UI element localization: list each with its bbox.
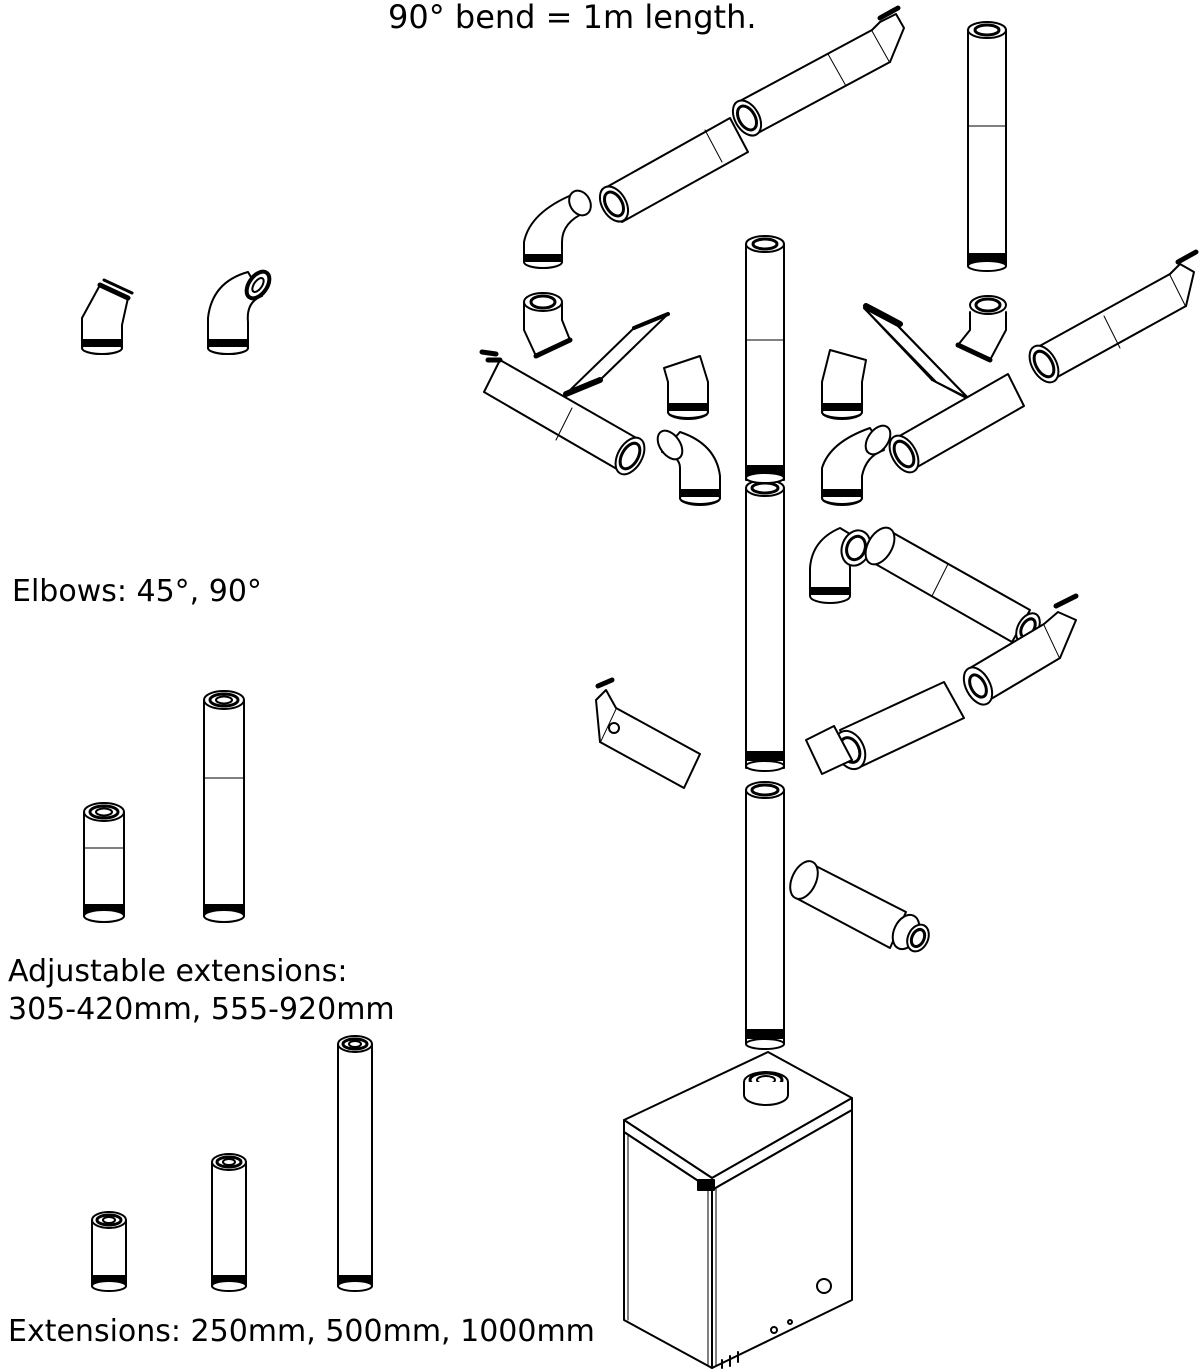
boiler-unit <box>623 1051 853 1369</box>
bottom-left-pipe <box>595 677 701 789</box>
adjustable-extensions-label: Adjustable extensions: <box>8 954 348 989</box>
legend-elbow-90 <box>207 269 272 355</box>
bend-length-note: 90° bend = 1m length. <box>388 0 757 36</box>
center-stack <box>745 235 785 1050</box>
right-diagonal-pipe <box>863 303 971 401</box>
bottom-right-connector <box>805 725 853 775</box>
mid-right-elbow-45 <box>821 349 867 420</box>
legend-elbow-45 <box>81 278 134 355</box>
mid-right-elbow-90 <box>821 424 892 506</box>
top-horizontal-pipe-a <box>598 117 749 223</box>
top-left-elbow-45 <box>523 292 573 359</box>
mid-left-horizontal-pipe <box>479 349 646 476</box>
adjustable-extensions-sizes: 305-420mm, 555-920mm <box>8 992 395 1027</box>
elbows-label: Elbows: 45°, 90° <box>12 574 262 609</box>
top-horizontal-pipe-b <box>731 5 905 137</box>
legend-extension-1000 <box>337 1035 373 1292</box>
top-left-elbow-90 <box>523 189 592 269</box>
right-elbow-45-top <box>955 295 1007 363</box>
legend-adjustable-555-920 <box>203 690 245 923</box>
lower-right-horizontal-pipe <box>864 526 1041 644</box>
boiler-side-outlet-pipe <box>789 860 930 953</box>
left-diagonal-pipe <box>563 312 670 397</box>
extensions-label: Extensions: 250mm, 500mm, 1000mm <box>8 1314 595 1349</box>
mid-right-horizontal-pipe-a <box>888 373 1025 474</box>
right-vertical-pipe <box>967 21 1007 272</box>
bottom-right-pipe-b <box>962 593 1079 706</box>
legend-extension-500 <box>211 1153 247 1292</box>
mid-left-elbow-45 <box>663 355 709 420</box>
legend-adjustable-305-420 <box>83 802 125 923</box>
lower-right-elbow-90 <box>809 527 872 604</box>
mid-left-elbow-90 <box>656 429 721 506</box>
mid-right-horizontal-pipe-b <box>1028 249 1199 384</box>
legend-extension-250 <box>91 1211 127 1292</box>
